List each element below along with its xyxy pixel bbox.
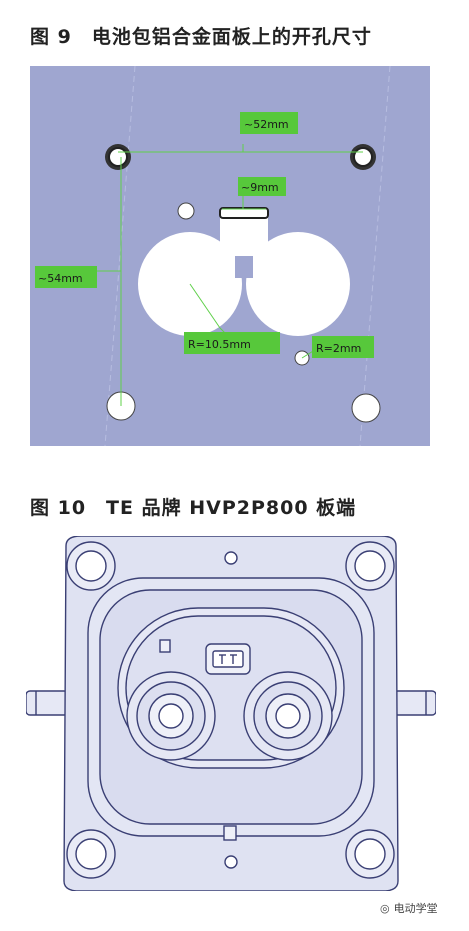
dim-label-54: ~54mm [35,266,97,288]
side-pin-right [393,690,436,716]
dim-label-r10-5: R=10.5mm [184,332,280,354]
mounting-hole-top-right [350,144,376,170]
small-hole-upper [177,202,195,220]
dim-label-52: ~52mm [240,112,298,134]
mounting-hole-bottom-right [351,393,381,423]
watermark-text: 电动学堂 [393,902,438,915]
bottom-notch [223,825,237,841]
figure-9-title: 图 9 电池包铝合金面板上的开孔尺寸 [30,26,372,48]
corner-boss-bottom-right [345,829,395,879]
screw-top [224,551,238,565]
svg-text:R=2mm: R=2mm [316,342,361,355]
svg-text:~52mm: ~52mm [244,118,289,131]
side-pin-left [26,690,69,716]
mounting-hole-top-left [105,144,131,170]
small-tab-left [159,639,171,653]
figure-10-title: 图 10 TE 品牌 HVP2P800 板端 [30,497,357,519]
keying-tab [205,643,251,675]
corner-boss-bottom-left [66,829,116,879]
dim-label-9: ~9mm [238,177,286,196]
corner-boss-top-right [345,541,395,591]
svg-text:~54mm: ~54mm [38,272,83,285]
svg-text:R=10.5mm: R=10.5mm [188,338,251,351]
watermark: ◎ 电动学堂 [380,900,438,916]
svg-text:~9mm: ~9mm [241,181,279,194]
figure-10-connector-drawing [26,536,436,891]
dim-label-r2: R=2mm [312,336,374,358]
wechat-icon: ◎ [380,901,390,915]
corner-boss-top-left [66,541,116,591]
terminal-left [126,671,216,761]
terminal-right [243,671,333,761]
screw-bottom [224,855,238,869]
figure-9-panel-drawing: ~52mm ~9mm ~54mm R=10.5mm R=2mm [30,66,430,446]
